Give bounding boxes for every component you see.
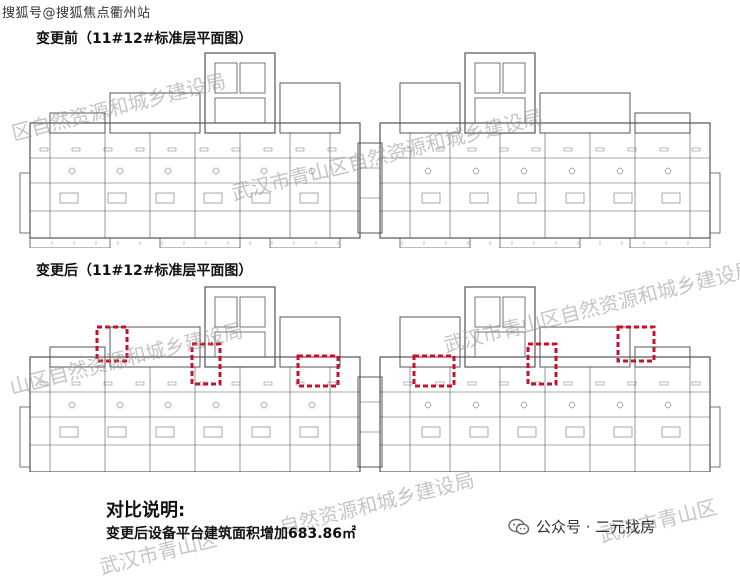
source-tag: 搜狐号@搜狐焦点衢州站	[2, 6, 151, 21]
changed-platform-highlight	[616, 325, 656, 363]
changed-platform-highlight	[296, 354, 340, 388]
plan-title-after: 变更后（11#12#标准层平面图）	[36, 263, 253, 279]
plan-title-before: 变更前（11#12#标准层平面图）	[36, 31, 253, 47]
changed-platform-highlight	[95, 325, 129, 363]
summary-body: 变更后设备平台建筑面积增加683.86㎡	[106, 526, 357, 542]
floor-plan-before	[0, 48, 740, 248]
account-tag: 公众号 · 二元找房	[508, 516, 655, 537]
account-label: 公众号 · 二元找房	[536, 518, 656, 536]
changed-platform-highlight	[526, 342, 558, 386]
floor-plan-after	[0, 282, 740, 472]
summary-heading: 对比说明:	[106, 500, 186, 521]
wechat-icon	[508, 518, 530, 535]
changed-platform-highlight	[412, 354, 456, 388]
changed-platform-highlight	[190, 342, 222, 386]
